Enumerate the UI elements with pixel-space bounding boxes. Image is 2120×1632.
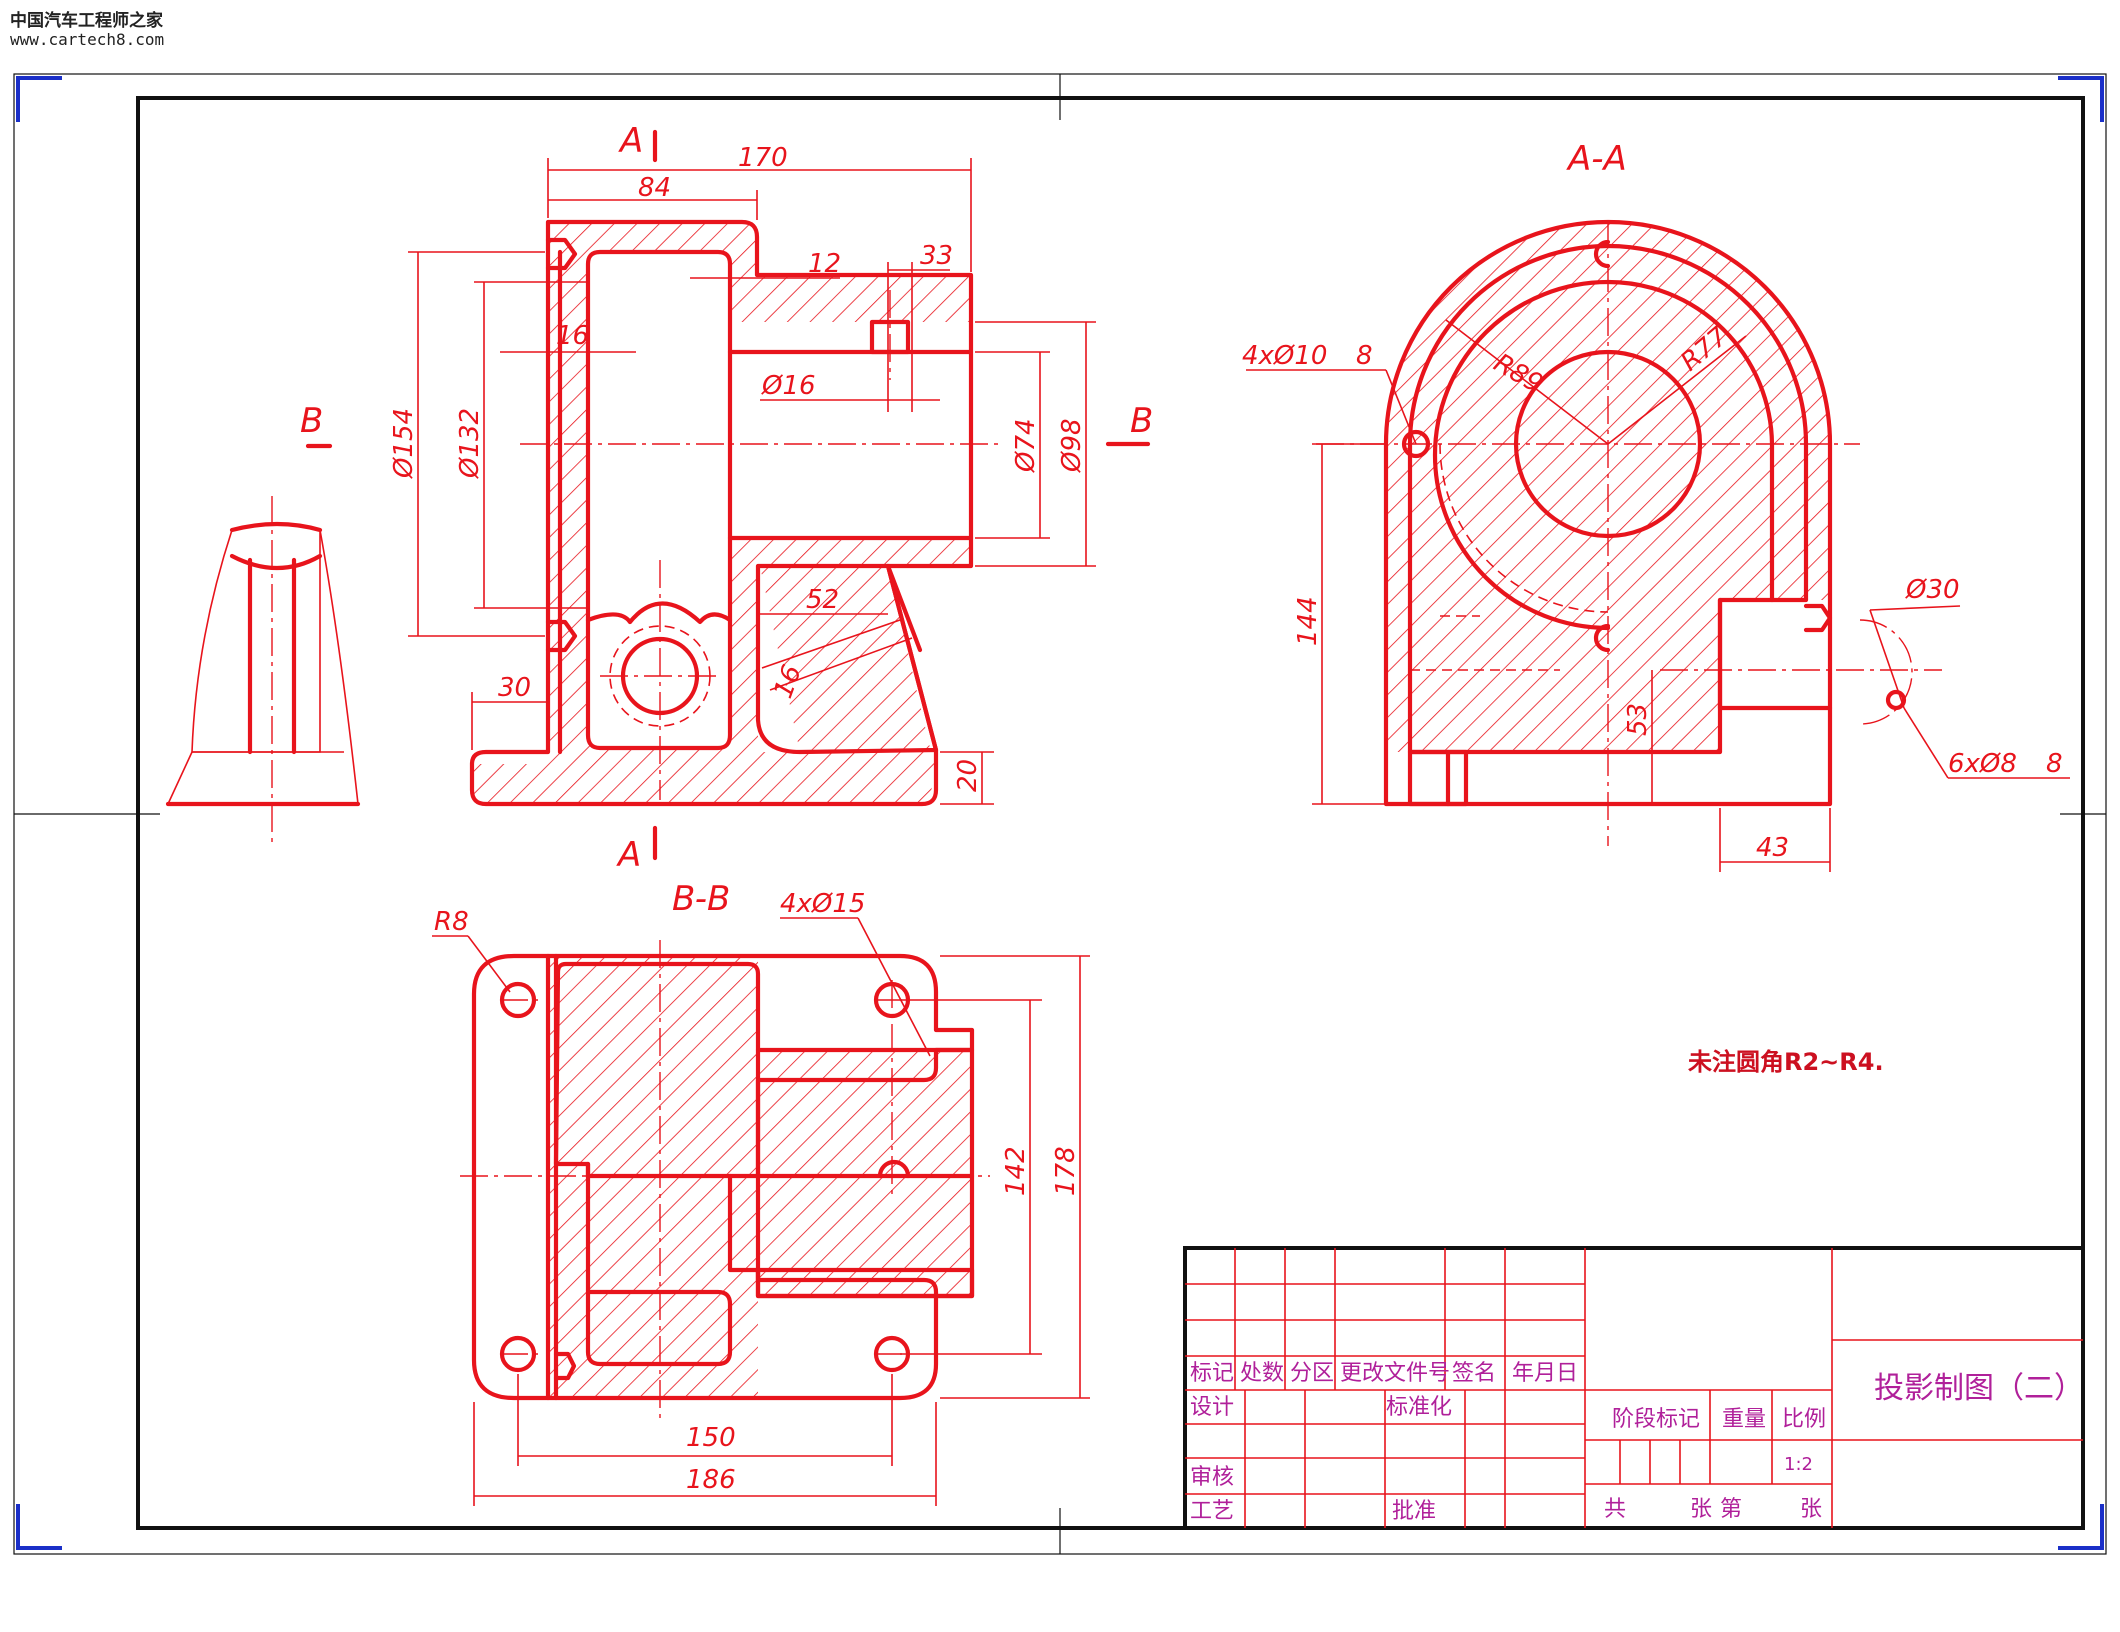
tb-scale-value: 1:2 [1784, 1454, 1813, 1475]
watermark-title: 中国汽车工程师之家 [10, 11, 163, 31]
front-view-dimensions: 170 84 12 33 16 Ø16 Ø154 Ø132 Ø74 Ø98 52… [389, 143, 1096, 805]
section-bb-view [460, 940, 990, 1420]
title-block: 标记 处数 分区 更改文件号 签名 年月日 设计 标准化 审核 工艺 批准 阶段… [1183, 1246, 2085, 1530]
tb-approve: 批准 [1392, 1499, 1436, 1524]
label-holes-top-depth: 8 [1356, 341, 1373, 371]
drawing-frame [136, 96, 2085, 1530]
label-a-top: A [618, 121, 643, 161]
label-6x-phi8: 6xØ8 [1948, 749, 2017, 779]
tb-design: 设计 [1190, 1395, 1234, 1420]
dim-84: 84 [638, 173, 671, 203]
tb-process: 工艺 [1190, 1499, 1234, 1524]
dim-43: 43 [1756, 833, 1789, 863]
tb-header-mark: 标记 [1190, 1361, 1234, 1386]
tb-scale: 比例 [1782, 1407, 1826, 1432]
dim-30: 30 [498, 673, 531, 703]
section-marks: A A B B A-A B-B [300, 121, 1627, 919]
dim-33: 33 [920, 241, 953, 271]
dim-144: 144 [1293, 596, 1323, 646]
dim-178: 178 [1051, 1146, 1081, 1196]
tb-total: 共 [1604, 1497, 1626, 1522]
dim-phi30: Ø30 [1905, 575, 1960, 605]
dim-53: 53 [1623, 703, 1653, 736]
label-b-right: B [1130, 401, 1153, 441]
tb-page: 第 [1720, 1497, 1742, 1522]
dim-12: 12 [808, 249, 841, 279]
dim-phi132: Ø132 [455, 408, 485, 479]
label-section-aa: A-A [1566, 139, 1627, 179]
label-section-bb: B-B [672, 879, 730, 919]
dim-170: 170 [738, 143, 788, 173]
front-section-view [469, 219, 1000, 807]
section-bb-dimensions: R8 4xØ15 142 178 150 186 [432, 889, 1090, 1506]
centering-marks [14, 74, 2106, 1554]
dim-186: 186 [686, 1465, 736, 1495]
dim-r8: R8 [434, 907, 469, 937]
corner-marks [16, 76, 2104, 1550]
section-aa-view [1316, 219, 1942, 846]
tb-stage-mark: 阶段标记 [1612, 1407, 1700, 1432]
tb-header-change-doc: 更改文件号 [1340, 1361, 1450, 1386]
tb-sheet: 张 [1800, 1497, 1822, 1522]
dim-phi98: Ø98 [1057, 418, 1087, 473]
tb-header-zone: 分区 [1290, 1361, 1334, 1386]
fillet-note: 未注圆角R2~R4. [1688, 1048, 1884, 1076]
label-b-left: B [300, 401, 323, 441]
tb-header-signature: 签名 [1452, 1361, 1496, 1386]
dim-phi74: Ø74 [1011, 418, 1041, 473]
tb-header-count: 处数 [1240, 1361, 1284, 1386]
dim-150: 150 [686, 1423, 736, 1453]
label-holes-flange-depth: 8 [2046, 749, 2063, 779]
dim-20: 20 [953, 759, 983, 792]
sheet-outer-border [13, 73, 2107, 1555]
tb-review: 审核 [1190, 1465, 1234, 1490]
tb-weight: 重量 [1722, 1407, 1766, 1432]
tb-header-date: 年月日 [1512, 1361, 1578, 1386]
watermark-url: www.cartech8.com [10, 30, 165, 49]
rib-partial-view [165, 496, 361, 846]
label-a-bottom: A [616, 835, 641, 875]
dim-142: 142 [1001, 1146, 1031, 1196]
tb-drawing-title: 投影制图（二） [1874, 1371, 2084, 1406]
dim-phi154: Ø154 [389, 408, 419, 479]
tb-standardization: 标准化 [1386, 1395, 1452, 1420]
tb-sheets: 张 [1690, 1497, 1712, 1522]
label-4x-phi15: 4xØ15 [780, 889, 865, 919]
dim-phi16: Ø16 [761, 371, 816, 401]
dim-16-wall: 16 [556, 321, 589, 351]
label-4x-phi10: 4xØ10 [1242, 341, 1327, 371]
dim-52: 52 [806, 585, 839, 615]
